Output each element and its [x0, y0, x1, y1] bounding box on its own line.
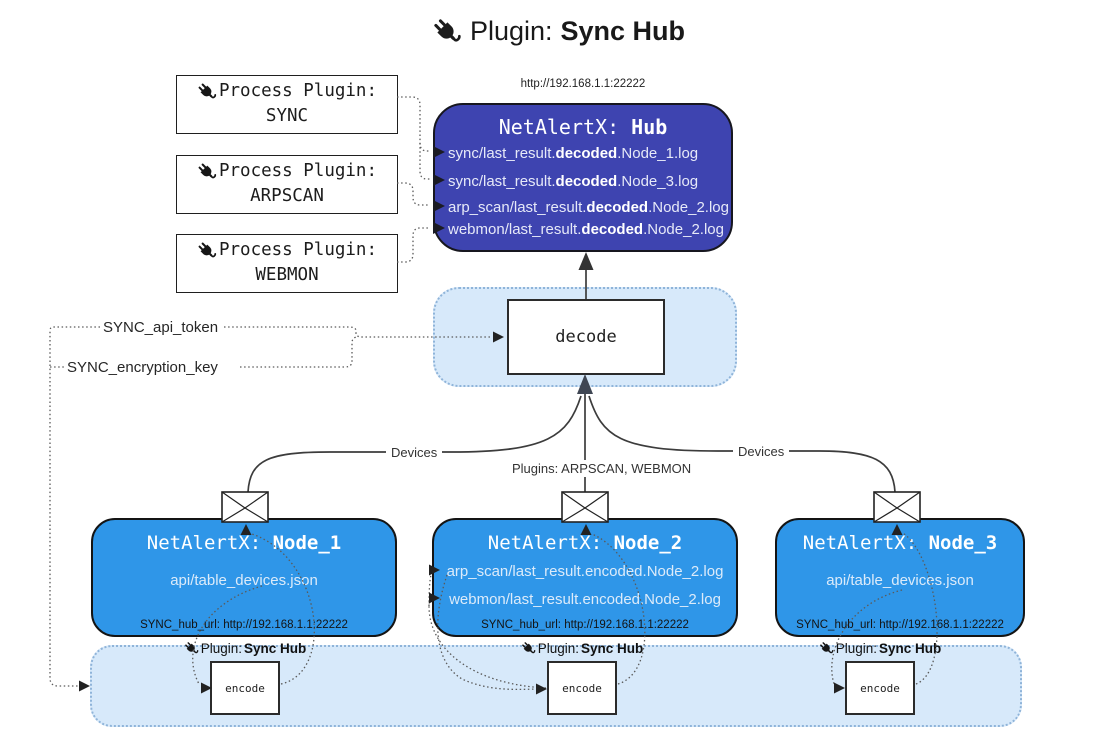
- page-title: Plugin: Sync Hub: [0, 16, 1117, 47]
- plug-icon: [197, 82, 217, 102]
- node-box-node-2: NetAlertX: Node_2 arp_scan/last_result.e…: [432, 518, 738, 637]
- encode-plugin-label: Plugin: Sync Hub: [502, 641, 662, 656]
- process-plugin-label: Process Plugin:: [218, 240, 378, 260]
- process-plugin-box-sync: Process Plugin: SYNC: [176, 75, 398, 134]
- plug-icon: [184, 641, 199, 656]
- plug-icon: [432, 17, 462, 47]
- encode-box: encode: [845, 661, 915, 715]
- hub-title-bold: Hub: [631, 115, 668, 139]
- process-plugin-label: Process Plugin:: [218, 81, 378, 101]
- hub-title-prefix: NetAlertX:: [498, 115, 632, 139]
- decode-box: decode: [507, 299, 665, 375]
- encode-plugin-label: Plugin: Sync Hub: [800, 641, 960, 656]
- node-title: NetAlertX: Node_1: [146, 532, 342, 554]
- node-file-line: arp_scan/last_result.encoded.Node_2.log: [446, 563, 724, 580]
- node-file-line: webmon/last_result.encoded.Node_2.log: [449, 591, 721, 608]
- process-plugin-name: WEBMON: [255, 265, 319, 285]
- node-title: NetAlertX: Node_3: [802, 532, 998, 554]
- plug-icon: [197, 241, 217, 261]
- page-title-prefix: Plugin:: [469, 16, 553, 46]
- process-plugin-name: SYNC: [265, 106, 309, 126]
- process-plugin-box-webmon: Process Plugin: WEBMON: [176, 234, 398, 293]
- node-title: NetAlertX: Node_2: [487, 532, 683, 554]
- process-plugin-name: ARPSCAN: [250, 186, 324, 206]
- process-plugin-label: Process Plugin:: [218, 161, 378, 181]
- hub-log-line: sync/last_result.decoded.Node_3.log: [448, 173, 699, 190]
- node-box-node-3: NetAlertX: Node_3 api/table_devices.json…: [775, 518, 1025, 637]
- node-hub-url: SYNC_hub_url: http://192.168.1.1:22222: [140, 619, 348, 631]
- hub-box: NetAlertX: Hub sync/last_result.decoded.…: [433, 103, 733, 252]
- plug-icon: [521, 641, 536, 656]
- node-box-node-1: NetAlertX: Node_1 api/table_devices.json…: [91, 518, 397, 637]
- page-title-bold: Sync Hub: [560, 16, 686, 46]
- process-plugin-box-arpscan: Process Plugin: ARPSCAN: [176, 155, 398, 214]
- hub-title: NetAlertX: Hub: [435, 115, 731, 139]
- plug-icon: [819, 641, 834, 656]
- hub-url: http://192.168.1.1:22222: [520, 78, 646, 90]
- node-file-line: api/table_devices.json: [170, 572, 318, 589]
- node-hub-url: SYNC_hub_url: http://192.168.1.1:22222: [481, 619, 689, 631]
- node-file-line: api/table_devices.json: [826, 572, 974, 589]
- hub-log-line: arp_scan/last_result.decoded.Node_2.log: [448, 199, 729, 216]
- encode-plugin-label: Plugin: Sync Hub: [165, 641, 325, 656]
- encode-box: encode: [547, 661, 617, 715]
- plug-icon: [197, 162, 217, 182]
- node-hub-url: SYNC_hub_url: http://192.168.1.1:22222: [796, 619, 1004, 631]
- hub-log-line: webmon/last_result.decoded.Node_2.log: [448, 221, 724, 238]
- hub-log-line: sync/last_result.decoded.Node_1.log: [448, 145, 699, 162]
- encode-box: encode: [210, 661, 280, 715]
